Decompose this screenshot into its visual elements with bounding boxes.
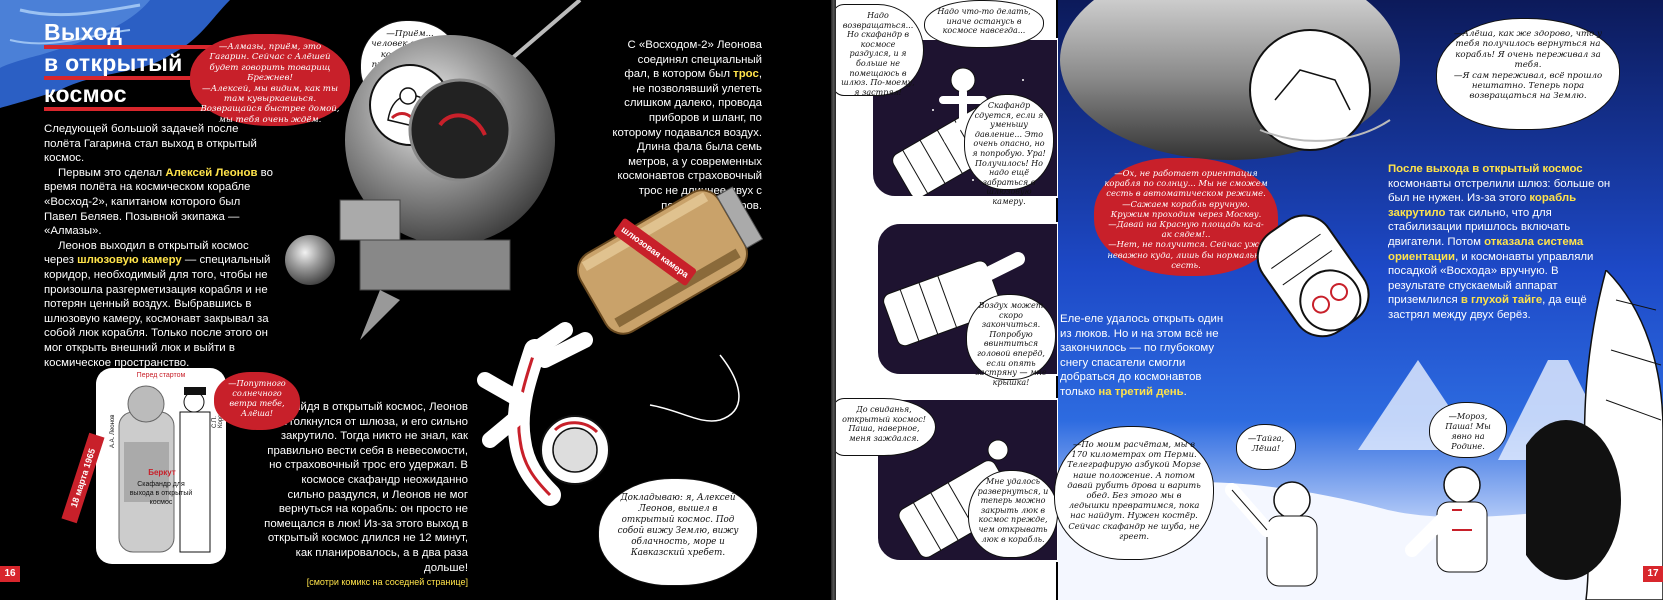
book-gutter bbox=[831, 0, 836, 600]
intro-text: Следующей большой задачей после полёта Г… bbox=[44, 123, 273, 369]
leonov-korolev-illustration bbox=[118, 385, 211, 553]
comic-bubble-4: Воздух может скоро закончиться. Попробую… bbox=[966, 294, 1056, 387]
comic-bubble-9: —По моим расчётам, мы в 170 километрах о… bbox=[1054, 426, 1214, 560]
descent-capsule-illustration bbox=[1256, 214, 1370, 338]
comic-bubble-1: Надо возвращаться... Но скафандр в космо… bbox=[836, 4, 924, 97]
capsule-top-illustration bbox=[1060, 0, 1400, 160]
speech-bubble-almazy: —Алмазы, приём, это Гагарин. Сейчас с Ал… bbox=[190, 34, 350, 126]
closed-text: После выхода в открытый космос космонавт… bbox=[1388, 163, 1611, 321]
speech-bubble-wind: —Попутного солнечного ветра тебе, Алёша! bbox=[214, 372, 300, 430]
exit-paragraph: Выйдя в открытый космос, Леонов оттолкну… bbox=[264, 401, 468, 588]
left-page: Выход в открытый космос —Алмазы, приём, … bbox=[0, 0, 831, 600]
comic-bubble-3: Скафандр сдуется, если я уменьшу давлени… bbox=[964, 94, 1054, 206]
landing-text: Еле-еле удалось открыть один из люков. Н… bbox=[1060, 313, 1224, 398]
comic-bubble-11: —Мороз, Паша! Мы явно на Родине. bbox=[1429, 402, 1507, 458]
birch-and-capsule bbox=[1526, 270, 1663, 600]
page-number-left: 16 bbox=[0, 566, 20, 582]
comic-bubble-2: Надо что-то делать, иначе останусь в кос… bbox=[924, 0, 1044, 48]
comic-bubble-5: До свиданья, открытый космос! Паша, наве… bbox=[836, 398, 936, 456]
before-start-photo: Перед стартом А.А. Леонов С.П. Королёв Б… bbox=[96, 368, 226, 564]
before-start-caption: Перед стартом bbox=[136, 372, 186, 379]
blue-brush-stroke bbox=[0, 0, 230, 108]
cosmonaut-left-illustration bbox=[1225, 481, 1318, 587]
comic-bubble-6: Мне удалось развернуться, и теперь можно… bbox=[968, 470, 1058, 558]
astronaut-floating-illustration bbox=[477, 322, 610, 506]
cosmonaut-right-illustration bbox=[1405, 466, 1488, 573]
tether-text: С «Восходом-2» Леонова соединял специаль… bbox=[612, 39, 762, 212]
page-number-right: 17 bbox=[1643, 566, 1663, 582]
suit-description: Скафандр для выхода в открытый космос bbox=[129, 481, 193, 506]
comic-bubble-10: —Тайга, Лёша! bbox=[1236, 424, 1296, 470]
comic-bubble-7: —Алёша, как же здорово, что у тебя получ… bbox=[1436, 18, 1620, 130]
berkut-label: Беркут bbox=[148, 468, 176, 477]
see-comic-link: [смотри комикс на соседней странице] bbox=[306, 577, 468, 588]
right-page: Надо возвращаться... Но скафандр в космо… bbox=[836, 0, 1663, 600]
page-title: Выход в открытый космос bbox=[44, 19, 214, 113]
spacecraft-vostok-illustration bbox=[285, 0, 582, 340]
tether-line bbox=[649, 354, 740, 422]
speech-bubble-report: Докладываю: я, Алексей Леонов, вышел в о… bbox=[598, 478, 758, 586]
comic-bubble-8: —Ох, не работает ориентация корабля по с… bbox=[1094, 158, 1278, 276]
leonov-name: А.А. Леонов bbox=[110, 414, 116, 448]
airlock-entry-illustration bbox=[883, 252, 1025, 347]
